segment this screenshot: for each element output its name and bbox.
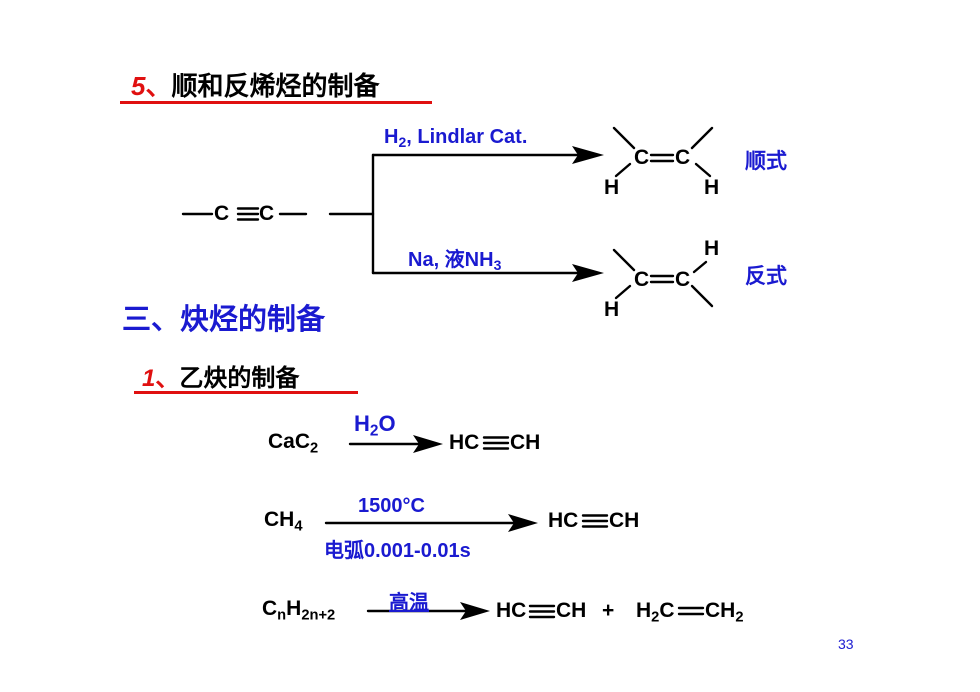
product-sub: 2 <box>651 609 660 626</box>
cond-o: O <box>378 411 396 436</box>
section-5-separator: 、 <box>145 71 172 101</box>
reaction3-product2-left: H2C <box>636 599 675 626</box>
reaction3-plus: + <box>602 599 615 622</box>
page-number: 33 <box>838 636 854 652</box>
section-1-separator: 、 <box>155 365 180 392</box>
reactant-sub: 2 <box>310 440 319 457</box>
trans-label: 反式 <box>745 265 787 288</box>
cis-hydrogen-1: H <box>604 176 620 199</box>
trans-bond-bl <box>614 284 632 300</box>
reaction2-product-right: CH <box>609 509 640 532</box>
cis-label: 顺式 <box>745 150 787 173</box>
product-sub: 2 <box>735 609 744 626</box>
reactant-sub-n: n <box>277 607 287 624</box>
section-1-title: 乙炔的制备 <box>179 365 300 392</box>
reaction3-condition: 高温 <box>389 592 429 614</box>
cis-carbon-2: C <box>675 146 691 169</box>
reactant-carbon-left: C <box>214 202 230 225</box>
reaction3-product1-left: HC <box>496 599 527 622</box>
reaction3-product1-right: CH <box>556 599 587 622</box>
lower-arrowhead <box>572 264 604 282</box>
product-ch: CH <box>705 599 736 622</box>
cis-bond-bl <box>614 162 632 178</box>
cis-carbon-1: C <box>634 146 650 169</box>
reactant-c: C <box>262 597 278 620</box>
trans-carbon-2: C <box>675 268 691 291</box>
sodium-ammonia-reagent: Na, 液NH3 <box>408 243 501 272</box>
reagent-sub: 3 <box>493 257 502 274</box>
product-c: C <box>659 599 675 622</box>
reaction1-condition: H2O <box>354 411 396 440</box>
upper-arrowhead <box>572 146 604 164</box>
reactant-text: CH <box>264 508 295 531</box>
arrow1-head <box>413 435 443 453</box>
reaction3-reactant: CnH2n+2 <box>262 597 336 624</box>
section-3-heading: 三、炔烃的制备 <box>122 304 326 336</box>
trans-bond-br <box>690 284 714 308</box>
section-5-title: 顺和反烯烃的制备 <box>171 71 380 101</box>
reagent-h: H <box>384 126 399 148</box>
cis-bond-br <box>694 162 712 178</box>
reactant-carbon-right: C <box>259 202 275 225</box>
arrow2-head <box>508 514 538 532</box>
reagent-rest: , Lindlar Cat. <box>406 126 528 148</box>
section-1-heading: 1、乙炔的制备 <box>142 358 299 393</box>
lindlar-reagent: H2, Lindlar Cat. <box>384 126 527 149</box>
reactant-sub: 4 <box>294 518 303 535</box>
reaction1-reactant: CaC2 <box>268 430 319 457</box>
cond-sub: 2 <box>369 422 379 440</box>
section-5-number: 5 <box>131 71 146 101</box>
trans-bond-tr <box>692 260 708 274</box>
product-h: H <box>636 599 652 622</box>
reactant-text: CaC <box>268 430 311 453</box>
reaction3-product2-right: CH2 <box>705 599 744 626</box>
reaction2-arc-condition: 电弧0.001-0.01s <box>324 540 471 562</box>
trans-bond-tl <box>612 248 636 272</box>
section-1-underline <box>134 391 358 394</box>
trans-carbon-1: C <box>634 268 650 291</box>
cis-hydrogen-2: H <box>704 176 720 199</box>
section-5-heading: 5、顺和反烯烃的制备 <box>131 66 380 103</box>
reaction2-reactant: CH4 <box>264 508 303 535</box>
trans-hydrogen-top: H <box>704 237 720 260</box>
trans-hydrogen-bottom: H <box>604 298 620 321</box>
reaction1-product-right: CH <box>510 431 541 454</box>
cis-bond-tr <box>690 126 714 150</box>
arrow3-head <box>460 602 490 620</box>
section-5-underline <box>120 101 432 104</box>
reactant-sub-2n2: 2n+2 <box>301 607 336 624</box>
reagent-sub: 2 <box>398 134 407 151</box>
reaction2-temperature: 1500°C <box>358 495 425 517</box>
cis-bond-tl <box>612 126 636 150</box>
reagent-na: Na, 液NH <box>408 249 494 271</box>
reaction2-product-left: HC <box>548 509 579 532</box>
section-1-number: 1 <box>142 365 156 392</box>
reaction1-product-left: HC <box>449 431 480 454</box>
cond-h: H <box>354 411 370 436</box>
reactant-h: H <box>286 597 302 620</box>
